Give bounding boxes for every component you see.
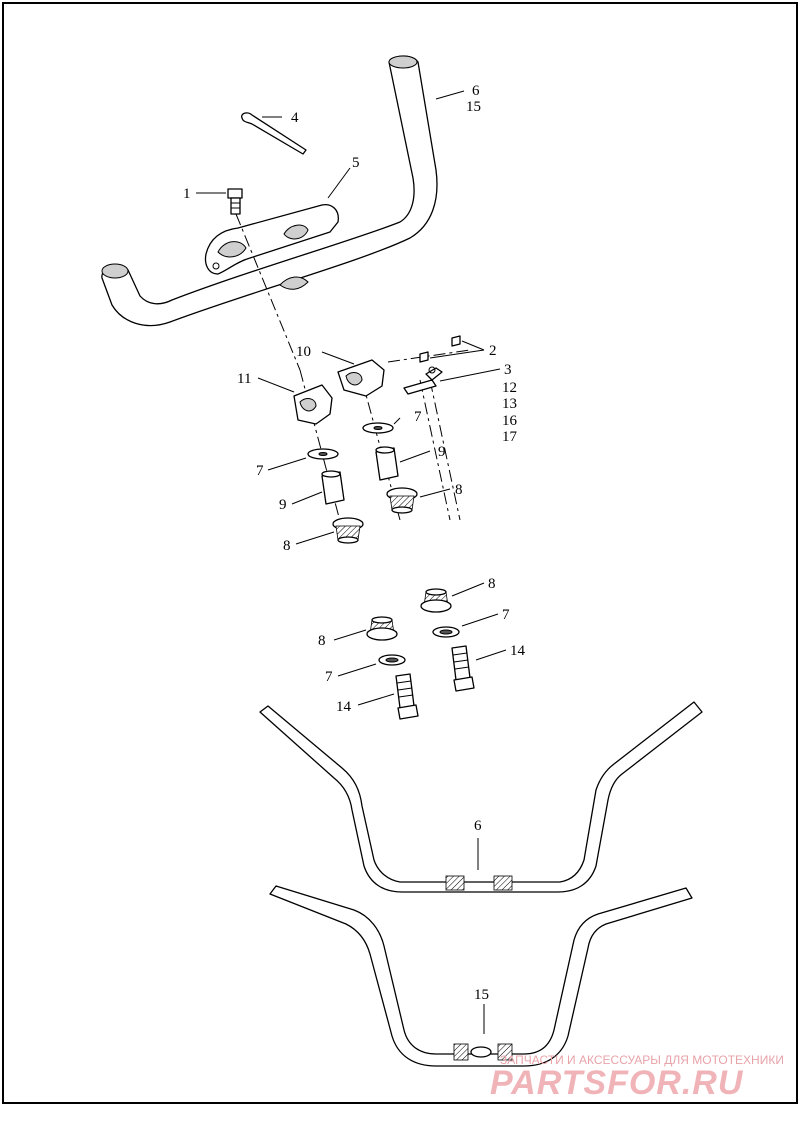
part-7-washer-lower-right (432, 626, 460, 638)
callout-2: 2 (489, 343, 497, 359)
handlebar-6-front-view (259, 701, 703, 893)
callout-17: 17 (502, 429, 518, 445)
part-8-bushing-lower-left (366, 616, 398, 641)
callout-11: 11 (237, 371, 251, 387)
callout-1: 1 (183, 186, 191, 202)
drawing-frame (2, 2, 798, 1104)
callout-7-upper-right: 7 (414, 409, 422, 425)
part-9-spacer-left (321, 470, 345, 505)
callout-8-lower-left: 8 (318, 633, 326, 649)
callout-numbers: 1 2 3 4 5 6 15 10 11 12 13 16 17 7 7 9 9… (183, 83, 526, 1003)
part-2-screws (419, 335, 461, 363)
callout-6-top: 6 (472, 83, 480, 99)
part-7-washer-upper-left (307, 448, 339, 460)
watermark: ЗАПЧАСТИ И АКСЕССУАРЫ ДЛЯ МОТОТЕХНИКИ PA… (490, 1053, 784, 1102)
watermark-logo: PARTSFOR.RU (490, 1064, 744, 1102)
callout-16: 16 (502, 413, 518, 429)
handlebar-15-front-view (269, 885, 693, 1067)
callout-4: 4 (291, 110, 299, 126)
part-3-bracket (403, 366, 443, 395)
part-11-left-riser (293, 384, 333, 425)
callout-14-right: 14 (510, 643, 526, 659)
part-8-bushing-upper-left (332, 517, 364, 544)
callout-13: 13 (502, 396, 517, 412)
part-8-bushing-upper-right (386, 487, 418, 514)
part-14-bolt-left (395, 673, 419, 720)
part-4-cable-strap (241, 112, 307, 155)
callout-5: 5 (352, 155, 360, 171)
callout-6-bottom: 6 (474, 818, 482, 834)
callout-15-bottom: 15 (474, 987, 489, 1003)
part-1-screw (227, 188, 243, 215)
callout-9-right: 9 (438, 444, 446, 460)
part-10-right-riser (337, 359, 385, 397)
callout-8-upper-right: 8 (455, 482, 463, 498)
callout-8-lower-right: 8 (488, 576, 496, 592)
handlebar-isometric (101, 55, 438, 327)
leader-lines (196, 90, 507, 706)
callout-15-top: 15 (466, 99, 481, 115)
callout-8-upper-left: 8 (283, 538, 291, 554)
callout-3: 3 (504, 362, 512, 378)
part-8-bushing-lower-right (420, 588, 452, 613)
callout-7-lower-right: 7 (502, 607, 510, 623)
callout-9-left: 9 (279, 497, 287, 513)
part-7-washer-lower-left (378, 654, 406, 666)
callout-7-lower-left: 7 (325, 669, 333, 685)
part-7-washer-upper-right (362, 422, 394, 434)
part-9-spacer-right (375, 446, 399, 481)
callout-7-upper-left: 7 (256, 463, 264, 479)
callout-14-left: 14 (336, 699, 352, 715)
part-5-top-clamp (204, 204, 339, 275)
part-14-bolt-right (451, 645, 475, 692)
watermark-caption: ЗАПЧАСТИ И АКСЕССУАРЫ ДЛЯ МОТОТЕХНИКИ (500, 1053, 784, 1067)
callout-10: 10 (296, 344, 311, 360)
callout-12: 12 (502, 380, 517, 396)
